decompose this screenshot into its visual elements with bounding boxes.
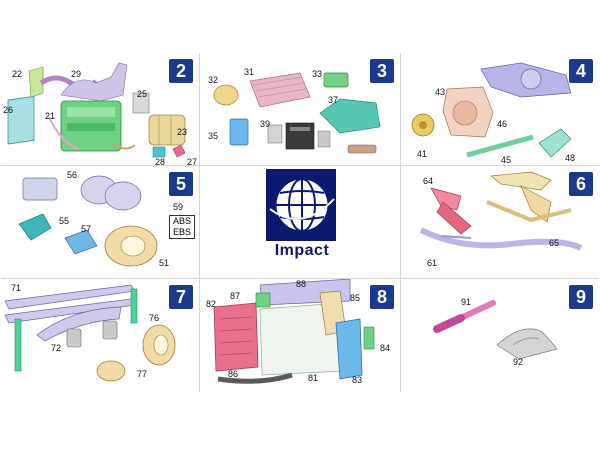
part-callout: 23: [177, 127, 188, 137]
category-tile-electrics[interactable]: 3 31 33 32 37 35 39: [200, 53, 401, 166]
part-callout: 21: [45, 111, 56, 121]
part-callout: 37: [328, 95, 339, 105]
category-number-badge: 3: [370, 59, 394, 83]
part-callout: 77: [137, 369, 148, 379]
category-number-badge: 2: [169, 59, 193, 83]
ebs-label: EBS: [172, 227, 191, 237]
part-callout: 35: [208, 131, 219, 141]
part-callout: 65: [549, 238, 560, 248]
category-tile-drivetrain[interactable]: 4 43 46 41 45 48: [401, 53, 599, 166]
electrics-parts-illustration: [213, 72, 381, 154]
part-callout: 76: [149, 313, 160, 323]
drivetrain-parts-illustration: [411, 62, 572, 158]
part-callout: 82: [206, 299, 217, 309]
part-callout: 81: [308, 373, 319, 383]
category-tile-engine[interactable]: 2 22 29 25 26 21 23 28 27: [1, 53, 200, 166]
steering-parts-illustration: [419, 171, 583, 251]
logo-text: Impact: [274, 242, 330, 259]
parts-category-grid: 2 22 29 25 26 21 23 28 27 3 31 33 32 37 …: [1, 53, 599, 392]
part-callout: 71: [11, 283, 22, 293]
part-callout: 57: [81, 224, 92, 234]
category-tile-coupling[interactable]: 9 91 92: [401, 279, 599, 392]
part-callout: 59: [173, 202, 184, 212]
category-number-badge: 6: [569, 172, 593, 196]
coupling-parts-illustration: [433, 300, 558, 360]
part-callout: 26: [3, 105, 14, 115]
part-callout: 85: [350, 293, 361, 303]
part-callout: 61: [427, 258, 438, 268]
brake-parts-illustration: [18, 175, 158, 267]
category-tile-cab-body[interactable]: 8 88 82 87 85 84 86 81 83: [200, 279, 401, 392]
part-callout: 84: [380, 343, 391, 353]
category-number-badge: 8: [370, 285, 394, 309]
abs-label: ABS: [172, 216, 191, 226]
part-callout: 91: [461, 297, 472, 307]
engine-parts-illustration: [7, 62, 186, 158]
part-callout: 31: [244, 67, 255, 77]
chassis-parts-illustration: [4, 284, 176, 382]
category-number-badge: 5: [169, 172, 193, 196]
part-callout: 88: [296, 279, 307, 289]
part-callout: 33: [312, 69, 323, 79]
part-callout: 45: [501, 155, 512, 165]
part-callout: 92: [513, 357, 524, 367]
category-tile-steering[interactable]: 6 64 65 61: [401, 166, 599, 279]
part-callout: 51: [159, 258, 170, 268]
part-callout: 41: [417, 149, 428, 159]
part-callout: 29: [71, 69, 82, 79]
brand-logo-tile: Impact: [200, 166, 401, 279]
part-callout: 28: [155, 157, 166, 166]
part-callout: 43: [435, 87, 446, 97]
category-tile-brakes[interactable]: 5 56 59 ABS EBS 55 57 51: [1, 166, 200, 279]
part-callout: 46: [497, 119, 508, 129]
part-callout: 83: [352, 375, 363, 385]
category-number-badge: 4: [569, 59, 593, 83]
part-callout: 56: [67, 170, 78, 180]
globe-icon: [266, 169, 336, 241]
part-callout: 39: [260, 119, 271, 129]
part-callout: 48: [565, 153, 576, 163]
part-callout: 87: [230, 291, 241, 301]
part-callout: 55: [59, 216, 70, 226]
part-callout: 25: [137, 89, 148, 99]
cab-parts-illustration: [213, 279, 375, 384]
part-callout: 86: [228, 369, 239, 379]
category-number-badge: 7: [169, 285, 193, 309]
part-callout: 22: [12, 69, 23, 79]
part-callout: 32: [208, 75, 219, 85]
abs-ebs-label-box: ABS EBS: [169, 215, 195, 239]
part-callout: 64: [423, 176, 434, 186]
impact-logo: Impact: [264, 169, 340, 267]
category-tile-chassis[interactable]: 7 71 76 72 77: [1, 279, 200, 392]
category-number-badge: 9: [569, 285, 593, 309]
part-callout: 72: [51, 343, 62, 353]
part-callout: 27: [187, 157, 198, 166]
